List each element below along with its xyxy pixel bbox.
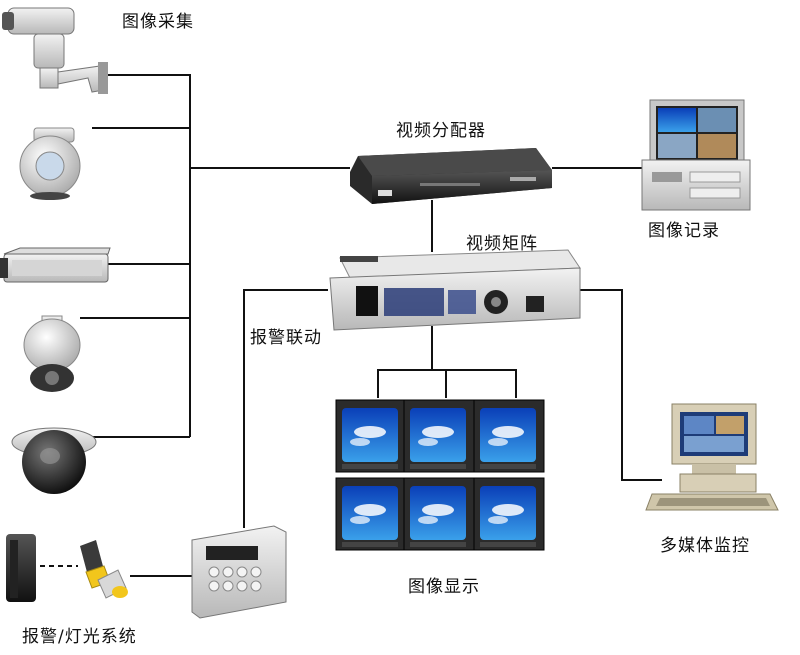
crt-monitor: [403, 477, 475, 551]
dome-camera: [19, 127, 81, 200]
dark-dome-camera: [11, 427, 97, 494]
box-camera: [0, 247, 111, 283]
ptz-camera: [2, 7, 108, 94]
crt-monitor: [335, 477, 407, 551]
video-distributor-device: [350, 148, 552, 204]
label-image-display: 图像显示: [408, 577, 480, 597]
pendant-dome-camera: [23, 315, 81, 392]
crt-monitor: [473, 477, 545, 551]
wiring: [80, 74, 662, 577]
crt-monitor: [335, 399, 407, 473]
label-alarm-linkage: 报警联动: [250, 328, 322, 348]
label-video-distributor: 视频分配器: [396, 121, 486, 141]
video-matrix-device: [329, 249, 581, 331]
alarm-panel: [191, 525, 287, 619]
label-image-capture: 图像采集: [122, 12, 194, 32]
crt-monitor: [473, 399, 545, 473]
label-alarm-light-system: 报警/灯光系统: [22, 627, 137, 647]
label-image-recording: 图像记录: [648, 221, 720, 241]
multimedia-pc: [645, 403, 779, 511]
crt-monitor: [403, 399, 475, 473]
alarm-light-devices: [6, 534, 128, 602]
label-video-matrix: 视频矩阵: [466, 234, 538, 254]
monitor-wall: [335, 399, 545, 551]
image-recorder-device: [641, 99, 751, 211]
label-multimedia-monitoring: 多媒体监控: [660, 536, 750, 556]
